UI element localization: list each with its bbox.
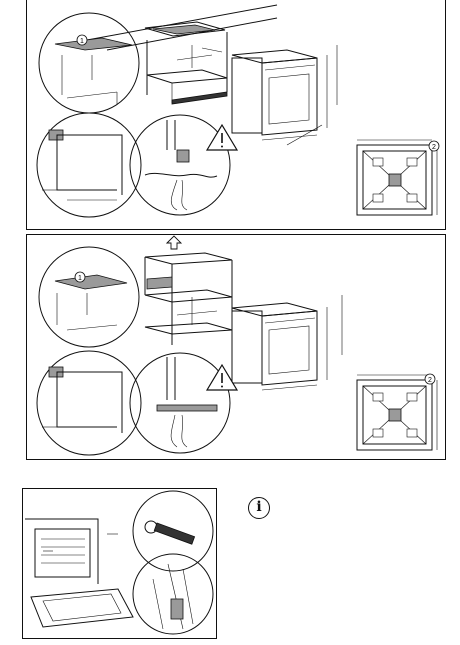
column-top <box>145 253 232 264</box>
column-shelf-front <box>147 277 172 289</box>
burner-center <box>389 409 401 421</box>
cabinet-section <box>57 372 122 433</box>
dimension-line <box>177 311 217 315</box>
oven-top <box>232 50 317 63</box>
up-arrow-icon <box>167 236 181 249</box>
burner <box>373 158 383 166</box>
detail-circle-side-view <box>37 113 141 217</box>
burner <box>407 158 417 166</box>
installation-panel-column: 1 2 <box>26 234 446 460</box>
installation-panel-fixing <box>22 488 217 639</box>
oven-side <box>232 311 262 383</box>
oven-top <box>232 303 317 316</box>
oven-door-window <box>269 326 309 374</box>
burner <box>373 393 383 401</box>
oven-control-line <box>265 318 315 323</box>
cabinet-shelf <box>147 70 227 83</box>
burner-center <box>389 174 401 186</box>
oven-cavity <box>35 529 90 577</box>
dimension-line <box>177 55 212 60</box>
oven-width-dimension <box>262 135 317 140</box>
panel-column-drawing: 1 2 <box>27 235 447 461</box>
detail-circle-column-top <box>39 247 139 347</box>
shelf-detail <box>67 325 117 330</box>
burner <box>407 194 417 202</box>
panel-fixing-drawing <box>23 489 218 640</box>
warning-dot <box>221 146 223 148</box>
callout-2-text: 2 <box>432 144 436 151</box>
info-icon: i <box>248 497 270 519</box>
burner <box>373 194 383 202</box>
burner <box>407 393 417 401</box>
screw-thread <box>154 523 194 544</box>
oven-side <box>232 58 262 133</box>
panel-under-hob-drawing: 1 2 <box>27 0 447 230</box>
oven-section <box>57 150 117 190</box>
oven-width-dimension <box>262 385 317 390</box>
column-shelf <box>145 290 232 302</box>
cable-box <box>177 150 189 162</box>
warning-dot <box>221 386 223 388</box>
oven-control-line <box>265 65 315 70</box>
burner <box>373 429 383 437</box>
detail-circle-cable <box>130 115 230 215</box>
cabinet-section <box>57 135 122 195</box>
oven-door-glass <box>43 594 121 621</box>
oven-door-window <box>269 74 309 124</box>
burner <box>407 429 417 437</box>
column-lower-shelf <box>145 323 232 334</box>
oven-section <box>57 387 117 427</box>
shelf-board <box>157 405 217 411</box>
callout-1-text: 1 <box>80 38 84 45</box>
installation-panel-under-hob: 1 2 <box>26 0 446 230</box>
column-bracket <box>55 275 127 289</box>
dimension-line <box>202 48 222 52</box>
worktop-bracket <box>55 38 132 50</box>
wire-2 <box>182 180 187 210</box>
detail-circle-column-cable <box>130 353 230 453</box>
callout-1-text: 1 <box>78 275 82 282</box>
cable <box>145 173 217 177</box>
wire-1 <box>171 180 177 210</box>
vent-strip <box>172 92 227 104</box>
wire-1 <box>171 415 177 447</box>
detail-circle-bracket <box>133 554 213 634</box>
bracket <box>171 599 183 619</box>
wire-2 <box>182 415 187 447</box>
cabinet-shelf-detail <box>67 92 117 98</box>
detail-circle-worktop <box>39 13 139 113</box>
callout-2-text: 2 <box>428 377 432 384</box>
